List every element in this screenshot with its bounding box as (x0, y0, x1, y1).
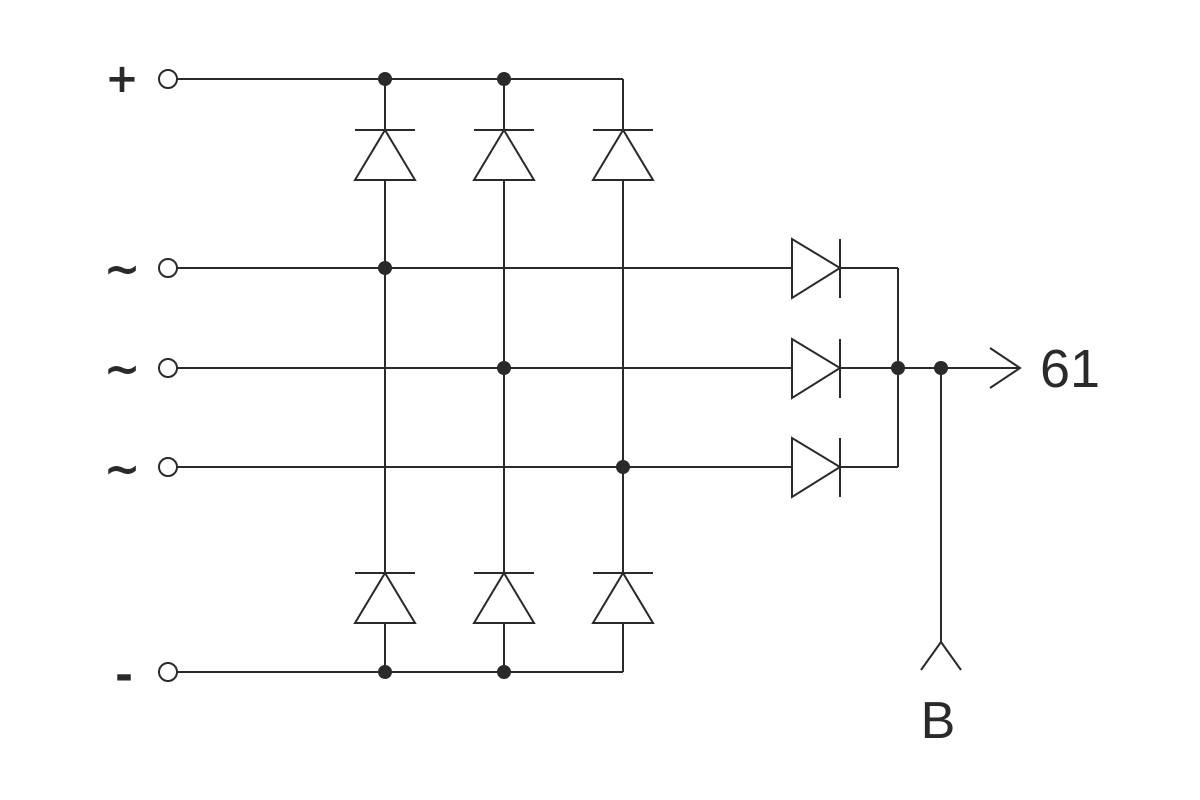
output-arrow-icon (989, 347, 1022, 389)
terminal-ac-3 (158, 457, 178, 477)
junction-dot (891, 361, 905, 375)
terminal-ac-2 (158, 358, 178, 378)
junction-dot (378, 665, 392, 679)
junction-dot (497, 665, 511, 679)
upper-diode-1 (353, 128, 417, 181)
junction-dot (378, 72, 392, 86)
output-label-61: 61 (1040, 339, 1100, 399)
junction-dot (616, 460, 630, 474)
terminal-plus (158, 69, 178, 89)
upper-diode-3 (591, 128, 655, 181)
terminal-label-ac-1: ~ (104, 244, 141, 295)
terminal-label-ac-3: ~ (104, 444, 141, 495)
terminal-label-b: B (921, 692, 956, 750)
exciter-diode-1 (791, 237, 842, 300)
lower-diode-1 (353, 571, 417, 624)
lower-diode-3 (591, 571, 655, 624)
exciter-diode-3 (791, 436, 842, 499)
junction-dot (497, 72, 511, 86)
upper-diode-2 (472, 128, 536, 181)
junction-dot (378, 261, 392, 275)
junction-dot (934, 361, 948, 375)
terminal-label-minus: - (115, 650, 133, 701)
terminal-label-plus: + (105, 56, 139, 102)
lower-diode-2 (472, 571, 536, 624)
b-connector-icon (920, 640, 962, 671)
junction-dot (497, 361, 511, 375)
terminal-label-ac-2: ~ (104, 344, 141, 395)
terminal-ac-1 (158, 258, 178, 278)
exciter-diode-2 (791, 337, 842, 400)
terminal-minus (158, 662, 178, 682)
